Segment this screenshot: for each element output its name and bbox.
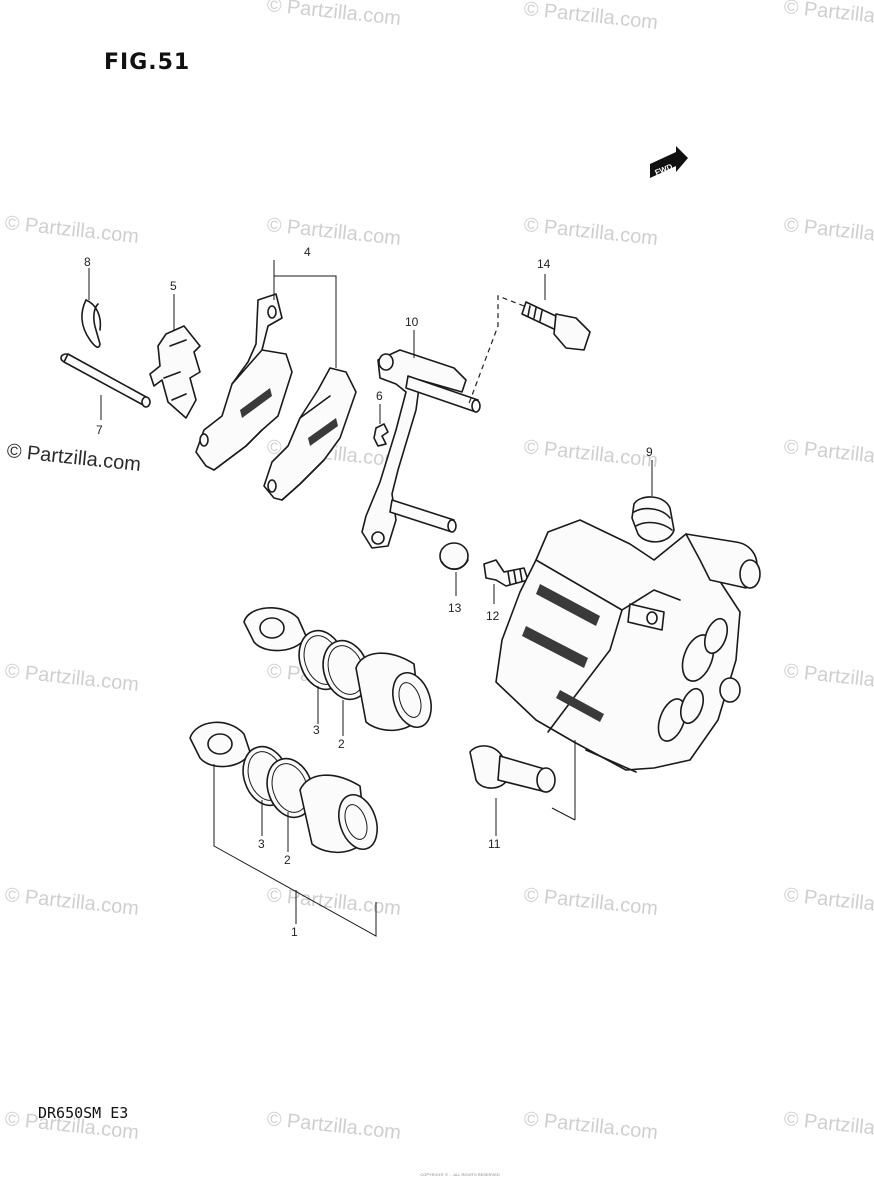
forward-arrow-icon: FWD — [650, 146, 688, 178]
caliper-bracket-icon — [361, 349, 481, 549]
piston-boot-icon — [243, 607, 307, 652]
pad-pin-icon — [60, 353, 151, 408]
callout-6: 6 — [376, 389, 383, 403]
figure-title: FIG.51 — [104, 50, 191, 75]
bleeder-screw-icon — [483, 559, 529, 587]
upper-piston-group — [243, 607, 432, 732]
callout-5: 5 — [170, 279, 177, 293]
slide-pin-boot-icon — [469, 745, 556, 793]
callout-7: 7 — [96, 423, 103, 437]
piston-icon — [299, 774, 378, 854]
bracket-clip-icon — [373, 423, 389, 447]
callout-12: 12 — [486, 609, 500, 623]
callout-14: 14 — [537, 257, 551, 271]
callout-11: 10 — [405, 315, 419, 329]
callout-2-upper: 2 — [338, 737, 345, 751]
piston-icon — [355, 652, 432, 732]
caliper-body-icon — [495, 519, 761, 773]
callout-10: 11 — [488, 837, 501, 851]
copyright-fine-print: COPYRIGHT © ... ALL RIGHTS RESERVED — [420, 1172, 500, 1177]
brake-pad-icon — [195, 293, 357, 501]
callout-4: 4 — [304, 245, 311, 259]
callout-1: 1 — [291, 925, 298, 939]
bleeder-cap-icon — [439, 542, 469, 571]
slide-boot-icon — [631, 496, 675, 543]
callout-13: 13 — [448, 601, 462, 615]
pad-spring-icon — [149, 325, 201, 419]
callout-3-upper: 3 — [313, 723, 320, 737]
lower-piston-group — [189, 721, 378, 854]
bracket-bolt-icon — [521, 301, 591, 351]
callout-8: 8 — [84, 255, 91, 269]
callout-3-lower: 3 — [258, 837, 265, 851]
callout-9: 9 — [646, 445, 653, 459]
callout-2-lower: 2 — [284, 853, 291, 867]
model-label: DR650SM E3 — [38, 1104, 129, 1122]
piston-boot-icon — [189, 721, 251, 768]
retaining-clip-icon — [81, 299, 102, 348]
